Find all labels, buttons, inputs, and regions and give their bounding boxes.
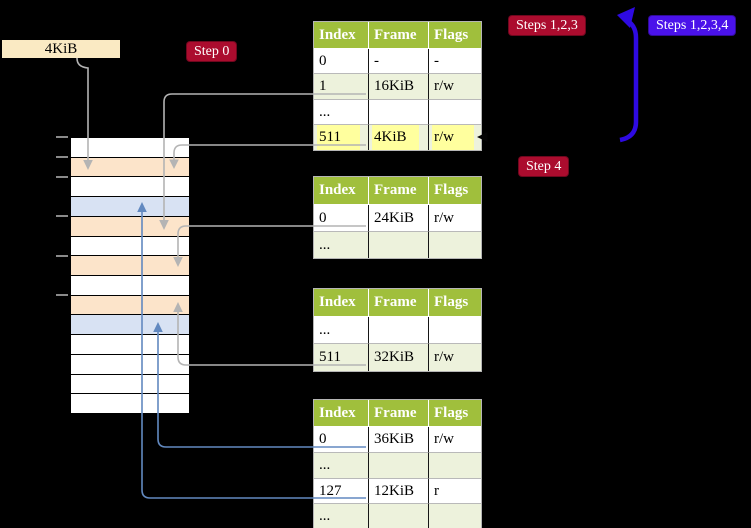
table-cell: 0 [314, 49, 369, 75]
memory-frame-pagetable [71, 156, 189, 177]
step-4-label: Step 4 [518, 156, 570, 177]
highlighted-value: r/w [432, 124, 474, 150]
highlighted-value: 511 [317, 124, 361, 150]
table-cell [429, 504, 481, 528]
table-cell [429, 231, 481, 258]
memory-frame-free [71, 393, 189, 414]
table-cell: 24KiB [369, 205, 429, 232]
table-cell: ... [314, 452, 369, 479]
table-row: ... [314, 99, 481, 125]
physical-memory-stripe [70, 137, 190, 414]
table-cell: 127 [314, 478, 369, 505]
memory-frame-free [71, 353, 189, 374]
column-header: Index [314, 22, 369, 48]
memory-offset-tick [56, 215, 68, 217]
memory-offset-tick [56, 155, 68, 158]
memory-offset-tick [56, 294, 68, 296]
table-cell: ... [314, 317, 369, 344]
table-cell: r/w [429, 124, 481, 150]
table-cell: 0 [314, 427, 369, 453]
table-row: 511 4KiB r/w [314, 124, 481, 150]
memory-frame-free [71, 176, 189, 197]
table-cell [369, 504, 429, 528]
table-cell: 36KiB [369, 427, 429, 453]
table-cell: 12KiB [369, 478, 429, 505]
column-header: Frame [369, 400, 429, 426]
column-header: Index [314, 400, 369, 426]
table-cell: r/w [429, 205, 481, 232]
table-cell [429, 317, 481, 344]
table-cell: r/w [429, 74, 481, 100]
memory-frame-mapped [71, 314, 189, 335]
steps-1-2-3-4-label: Steps 1,2,3,4 [648, 15, 737, 36]
column-header: Flags [429, 177, 481, 204]
table-cell: ... [314, 99, 369, 125]
steps-1-2-3-label: Steps 1,2,3 [508, 15, 586, 36]
memory-frame-pagetable [71, 294, 189, 315]
table-cell: 1 [314, 74, 369, 100]
memory-frame-mapped [71, 196, 189, 216]
table-cell: 0 [314, 205, 369, 232]
memory-offset-tick [56, 254, 68, 257]
table-cell: r/w [429, 344, 481, 371]
table-cell [369, 231, 429, 258]
table-cell: ... [314, 231, 369, 258]
table-cell [369, 317, 429, 344]
table-cell: - [369, 49, 429, 75]
memory-frame-free [71, 334, 189, 354]
memory-frame-pagetable [71, 215, 189, 236]
recursive-loop-arrow-line [619, 20, 639, 143]
memory-frame-free [71, 275, 189, 295]
column-header: Frame [369, 177, 429, 204]
highlighted-value: 4KiB [372, 124, 420, 150]
memory-offset-tick [56, 136, 68, 138]
table-row: ... [314, 231, 481, 258]
table-row: ... [314, 317, 481, 344]
table-cell: 16KiB [369, 74, 429, 100]
column-header: Frame [369, 289, 429, 316]
table-cell: 32KiB [369, 344, 429, 371]
column-header: Index [314, 177, 369, 204]
recursive-loop-arrowhead [617, 7, 635, 28]
column-header: Flags [429, 22, 481, 48]
table-cell: 511 [314, 344, 369, 371]
table-cell: r [429, 478, 481, 505]
table-cell [369, 452, 429, 479]
memory-frame-free [71, 373, 189, 394]
table-cell: ... [314, 504, 369, 528]
table-cell [369, 99, 429, 125]
step-0-label: Step 0 [186, 41, 238, 62]
table-row: ... [314, 452, 481, 479]
memory-frame-free [71, 235, 189, 256]
table-cell: r/w [429, 427, 481, 453]
cr3-frame-box: 4KiB [2, 40, 120, 58]
column-header: Index [314, 289, 369, 316]
table-row: ... [314, 504, 481, 528]
memory-offset-tick [56, 175, 68, 178]
table-cell: 4KiB [369, 124, 429, 150]
table-cell [429, 452, 481, 479]
table-row: 0-- [314, 49, 481, 75]
column-header: Flags [429, 289, 481, 316]
table-cell [429, 99, 481, 125]
table-cell: 511 [314, 124, 369, 150]
table-cell: - [429, 49, 481, 75]
column-header: Frame [369, 22, 429, 48]
column-header: Flags [429, 400, 481, 426]
memory-frame-free [71, 138, 189, 157]
memory-frame-pagetable [71, 255, 189, 276]
